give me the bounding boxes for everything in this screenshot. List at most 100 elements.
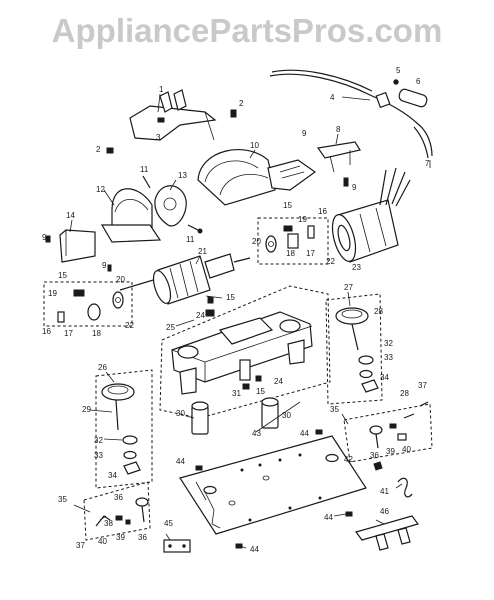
callout-34: 34 xyxy=(108,471,117,480)
callout-36: 36 xyxy=(138,533,147,542)
callout-37: 37 xyxy=(418,381,427,390)
screw-15c xyxy=(207,296,214,304)
callout-36: 36 xyxy=(370,451,379,460)
callout-17: 17 xyxy=(306,249,315,258)
callout-2: 2 xyxy=(239,99,244,108)
callout-11: 11 xyxy=(186,235,195,244)
gear-housing-base xyxy=(171,309,313,395)
spring xyxy=(397,477,413,498)
callout-9: 9 xyxy=(102,261,107,270)
callout-33: 33 xyxy=(384,353,393,362)
callout-25: 25 xyxy=(166,323,175,332)
screw-44c xyxy=(345,511,353,517)
callout-5: 5 xyxy=(396,66,401,75)
callout-39: 39 xyxy=(116,533,125,542)
belt-cover xyxy=(154,185,187,227)
callout-37: 37 xyxy=(76,541,85,550)
field-assembly xyxy=(331,167,411,263)
callout-45: 45 xyxy=(164,519,173,528)
motor-housing xyxy=(197,149,317,206)
callout-43: 43 xyxy=(252,429,261,438)
callout-19: 19 xyxy=(298,215,307,224)
blade-45 xyxy=(163,539,191,553)
screw-44b xyxy=(315,429,323,435)
watermark-text: AppliancePartsPros.com xyxy=(51,12,443,49)
callout-30: 30 xyxy=(176,409,185,418)
callout-44: 44 xyxy=(250,545,259,554)
callout-14: 14 xyxy=(66,211,75,220)
callout-21: 21 xyxy=(198,247,207,256)
mounting-bracket xyxy=(316,141,361,187)
gear-assembly-left xyxy=(101,383,141,475)
callout-44: 44 xyxy=(300,429,309,438)
callout-34: 34 xyxy=(380,373,389,382)
strain-relief-clip xyxy=(375,79,399,109)
gear-assembly-right xyxy=(335,307,379,393)
callout-labels: 1 2 2 3 5 6 4 7 8 9 9 9 9 10 11 11 12 13… xyxy=(42,66,430,554)
callout-35: 35 xyxy=(58,495,67,504)
callout-19: 19 xyxy=(48,289,57,298)
callout-12: 12 xyxy=(96,185,105,194)
callout-24: 24 xyxy=(196,311,205,320)
callout-9: 9 xyxy=(42,233,47,242)
bearing-30b xyxy=(261,397,279,429)
callout-15: 15 xyxy=(226,293,235,302)
callout-15: 15 xyxy=(283,201,292,210)
nut xyxy=(373,461,383,471)
screw-9b xyxy=(107,264,112,272)
callout-40: 40 xyxy=(402,445,411,454)
callout-38: 38 xyxy=(104,519,113,528)
callout-44: 44 xyxy=(324,513,333,522)
callout-9: 9 xyxy=(352,183,357,192)
callout-7: 7 xyxy=(425,159,430,168)
callout-13: 13 xyxy=(178,171,187,180)
brush-assembly-right xyxy=(265,225,315,253)
base-plate xyxy=(179,435,367,535)
callout-39: 39 xyxy=(386,447,395,456)
callout-18: 18 xyxy=(92,329,101,338)
callout-17: 17 xyxy=(64,329,73,338)
callout-16: 16 xyxy=(42,327,51,336)
callout-35: 35 xyxy=(330,405,339,414)
callout-1: 1 xyxy=(159,85,164,94)
callout-36: 36 xyxy=(114,493,123,502)
callout-16: 16 xyxy=(318,207,327,216)
screw-31 xyxy=(242,383,250,390)
callout-22: 22 xyxy=(125,321,134,330)
callout-8: 8 xyxy=(336,125,341,134)
screw-2b xyxy=(106,147,114,154)
callout-41: 41 xyxy=(380,487,389,496)
callout-28: 28 xyxy=(400,389,409,398)
callout-3: 3 xyxy=(156,133,161,142)
callout-23: 23 xyxy=(352,263,361,272)
screw-11a xyxy=(142,175,151,189)
callout-32: 32 xyxy=(384,339,393,348)
screw-11b xyxy=(187,224,203,234)
switch-bracket xyxy=(45,229,96,263)
callout-18: 18 xyxy=(286,249,295,258)
blade-clamp-left-box xyxy=(83,481,151,541)
callout-22: 22 xyxy=(326,257,335,266)
callout-9: 9 xyxy=(302,129,307,138)
callout-26: 26 xyxy=(98,363,107,372)
callout-29: 29 xyxy=(82,405,91,414)
bearing-30a xyxy=(191,401,209,435)
brush-assembly-right-box xyxy=(257,217,329,265)
callout-15: 15 xyxy=(58,271,67,280)
callout-31: 31 xyxy=(232,389,241,398)
screw-15d xyxy=(255,375,262,382)
brush-assembly-left-box xyxy=(43,281,133,327)
callout-32: 32 xyxy=(94,436,103,445)
callout-42: 42 xyxy=(344,455,353,464)
callout-30: 30 xyxy=(282,411,291,420)
blade-clamp-left xyxy=(95,497,149,527)
callout-15: 15 xyxy=(256,387,265,396)
callout-6: 6 xyxy=(416,77,421,86)
base-assembly-box xyxy=(159,285,331,419)
callout-10: 10 xyxy=(250,141,259,150)
callout-11: 11 xyxy=(140,165,149,174)
callout-28: 28 xyxy=(374,307,383,316)
leader-lines xyxy=(69,93,431,549)
blade-guide xyxy=(354,515,420,551)
